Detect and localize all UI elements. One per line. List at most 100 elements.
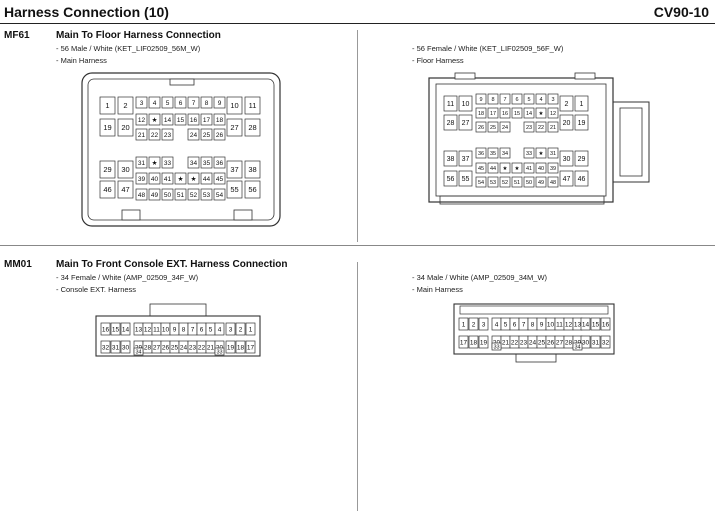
mf61-female-pin-label: 11 xyxy=(447,101,454,108)
mf61-female-pin-cell xyxy=(547,93,559,105)
mm01-male-pin-label: 34 xyxy=(574,344,580,350)
mf61-male-pin-cell xyxy=(99,118,116,137)
mm01-male-connector: 1234567891011121314151617181920212223242… xyxy=(453,303,615,363)
mf61-male-pin-label: 8 xyxy=(205,100,209,107)
mf61-right-spec: - 56 Female / White (KET_LIF02509_56F_W) xyxy=(412,44,564,53)
mf61-male-pin-label: 28 xyxy=(248,123,256,132)
mf61-male-pin-label: 2 xyxy=(123,101,127,110)
mf61-female-pin-cell xyxy=(487,93,499,105)
mm01-male-pin-label: 4 xyxy=(495,321,499,328)
mm01-male-pin-label: 27 xyxy=(556,339,564,346)
mf61-male-pin-label: ★ xyxy=(152,159,158,167)
mf61-male-pin-cell xyxy=(187,113,200,126)
mm01-male-pin-label: 26 xyxy=(547,339,555,346)
mm01-male-pin-label: 6 xyxy=(513,321,517,328)
mf61-female-pin-label: 31 xyxy=(550,151,556,157)
mf61-male-pin-cell xyxy=(213,96,226,109)
mf61-male-pin-label: 30 xyxy=(121,165,129,174)
mm01-female-pin-label: 15 xyxy=(112,326,120,333)
mm01-female-pin-label: 14 xyxy=(122,326,130,333)
mm01-male-pin-label: 11 xyxy=(556,321,563,328)
mf61-male-pin-label: 25 xyxy=(203,132,211,139)
mf61-female-pin-cell xyxy=(499,93,511,105)
mf61-female-pin-cell xyxy=(443,150,458,167)
mm01-female-pin-cell xyxy=(214,347,225,356)
mf61-male-pin-label: 5 xyxy=(166,100,170,107)
mm01-male-pin-label: 15 xyxy=(592,321,600,328)
mf61-male-pin-cell xyxy=(187,172,200,185)
mf61-female-pin-label: 41 xyxy=(526,166,532,172)
mf61-male-pin-cell xyxy=(148,113,161,126)
mm01-female-pin-label: 9 xyxy=(173,326,177,333)
mf61-male-pin-cell xyxy=(135,188,148,201)
mm01-male-pin-label: 31 xyxy=(592,339,600,346)
mf61-female-pin-label: 25 xyxy=(490,125,496,131)
mm01-male-pin-label: 17 xyxy=(460,339,468,346)
mf61-male-pin-cell xyxy=(200,128,213,141)
mf61-male-pin-cell xyxy=(117,118,134,137)
mf61-male-pin-cell xyxy=(135,156,148,169)
mf61-female-pin-label: ★ xyxy=(503,165,508,172)
mm01-female-connector: 1615141312111098765432132313029282726252… xyxy=(95,303,261,357)
mf61-male-pin-label: 3 xyxy=(140,100,144,107)
mf61-female-pin-label: 28 xyxy=(447,120,455,127)
mf61-female-pin-label: 4 xyxy=(539,97,542,103)
mm01-male-pin-label: 10 xyxy=(547,321,555,328)
mf61-male-pin-cell xyxy=(174,113,187,126)
mm01-male-pin-label: 24 xyxy=(529,339,537,346)
mf61-female-pin-cell xyxy=(458,95,473,112)
mf61-male-pin-label: 48 xyxy=(138,192,146,199)
mf61-male-pin-label: 52 xyxy=(190,192,198,199)
mf61-male-pin-label: 6 xyxy=(179,100,183,107)
mf61-female-pin-cell xyxy=(475,147,487,159)
mf61-male-pin-label: 40 xyxy=(151,176,159,183)
mf61-male-pin-cell xyxy=(244,160,261,179)
mm01-male-pin-cell xyxy=(458,317,469,331)
mf61-female-pin-label: 27 xyxy=(462,120,470,127)
mf61-male-pin-label: 4 xyxy=(153,100,157,107)
mm01-male-pin-cell xyxy=(468,317,479,331)
mf61-female-pin-cell xyxy=(458,150,473,167)
mf61-female-pin-label: 26 xyxy=(478,125,484,131)
mm01-male-pin-label: 9 xyxy=(540,321,544,328)
mf61-female-pin-cell xyxy=(443,95,458,112)
mf61-female-pin-cell xyxy=(487,147,499,159)
mm01-female-pin-cell xyxy=(110,322,121,336)
mf61-left-harness: - Main Harness xyxy=(56,56,107,65)
mf61-female-pin-cell xyxy=(559,150,574,167)
mm01-male-pin-cell xyxy=(572,342,583,351)
mm01-female-pin-label: 34 xyxy=(135,349,141,355)
mm01-female-pin-label: 27 xyxy=(153,344,161,351)
mf61-female-pin-label: 48 xyxy=(550,180,556,186)
mm01-female-pin-label: 18 xyxy=(237,344,245,351)
mf61-male-pin-label: 33 xyxy=(164,160,172,167)
mf61-female-pin-label: 3 xyxy=(551,97,554,103)
mf61-female-pin-label: 29 xyxy=(578,156,586,163)
mm01-female-pin-label: 28 xyxy=(144,344,152,351)
mm01-female-pin-label: 22 xyxy=(198,344,206,351)
mf61-male-pin-cell xyxy=(135,128,148,141)
mf61-female-pin-label: 20 xyxy=(563,120,571,127)
mf61-female-pin-cell xyxy=(487,107,499,119)
mf61-female-pin-cell xyxy=(574,95,589,112)
mf61-female-pin-cell xyxy=(547,121,559,133)
mm01-female-pin-cell xyxy=(100,322,111,336)
mf61-male-pin-cell xyxy=(226,180,243,199)
mf61-female-pin-label: 16 xyxy=(502,111,508,117)
mm01-female-pin-label: 32 xyxy=(102,344,110,351)
mm01-female-pin-label: 13 xyxy=(135,326,143,333)
mf61-male-pin-label: 46 xyxy=(103,185,111,194)
mf61-female-pin-cell xyxy=(547,107,559,119)
mf61-female-pin-cell xyxy=(487,176,499,188)
mm01-female-pin-label: 26 xyxy=(162,344,170,351)
mm01-right-spec: - 34 Male / White (AMP_02509_34M_W) xyxy=(412,273,548,282)
mf61-female-pin-cell xyxy=(535,176,547,188)
mf61-female-pin-label: 6 xyxy=(515,97,518,103)
mf61-female-pin-label: 7 xyxy=(503,97,506,103)
mf61-male-pin-cell xyxy=(135,172,148,185)
mf61-female-pin-cell xyxy=(499,147,511,159)
mf61-male-pin-label: 15 xyxy=(177,117,185,124)
mf61-male-pin-label: 9 xyxy=(218,100,222,107)
mf61-female-pin-cell xyxy=(458,170,473,187)
